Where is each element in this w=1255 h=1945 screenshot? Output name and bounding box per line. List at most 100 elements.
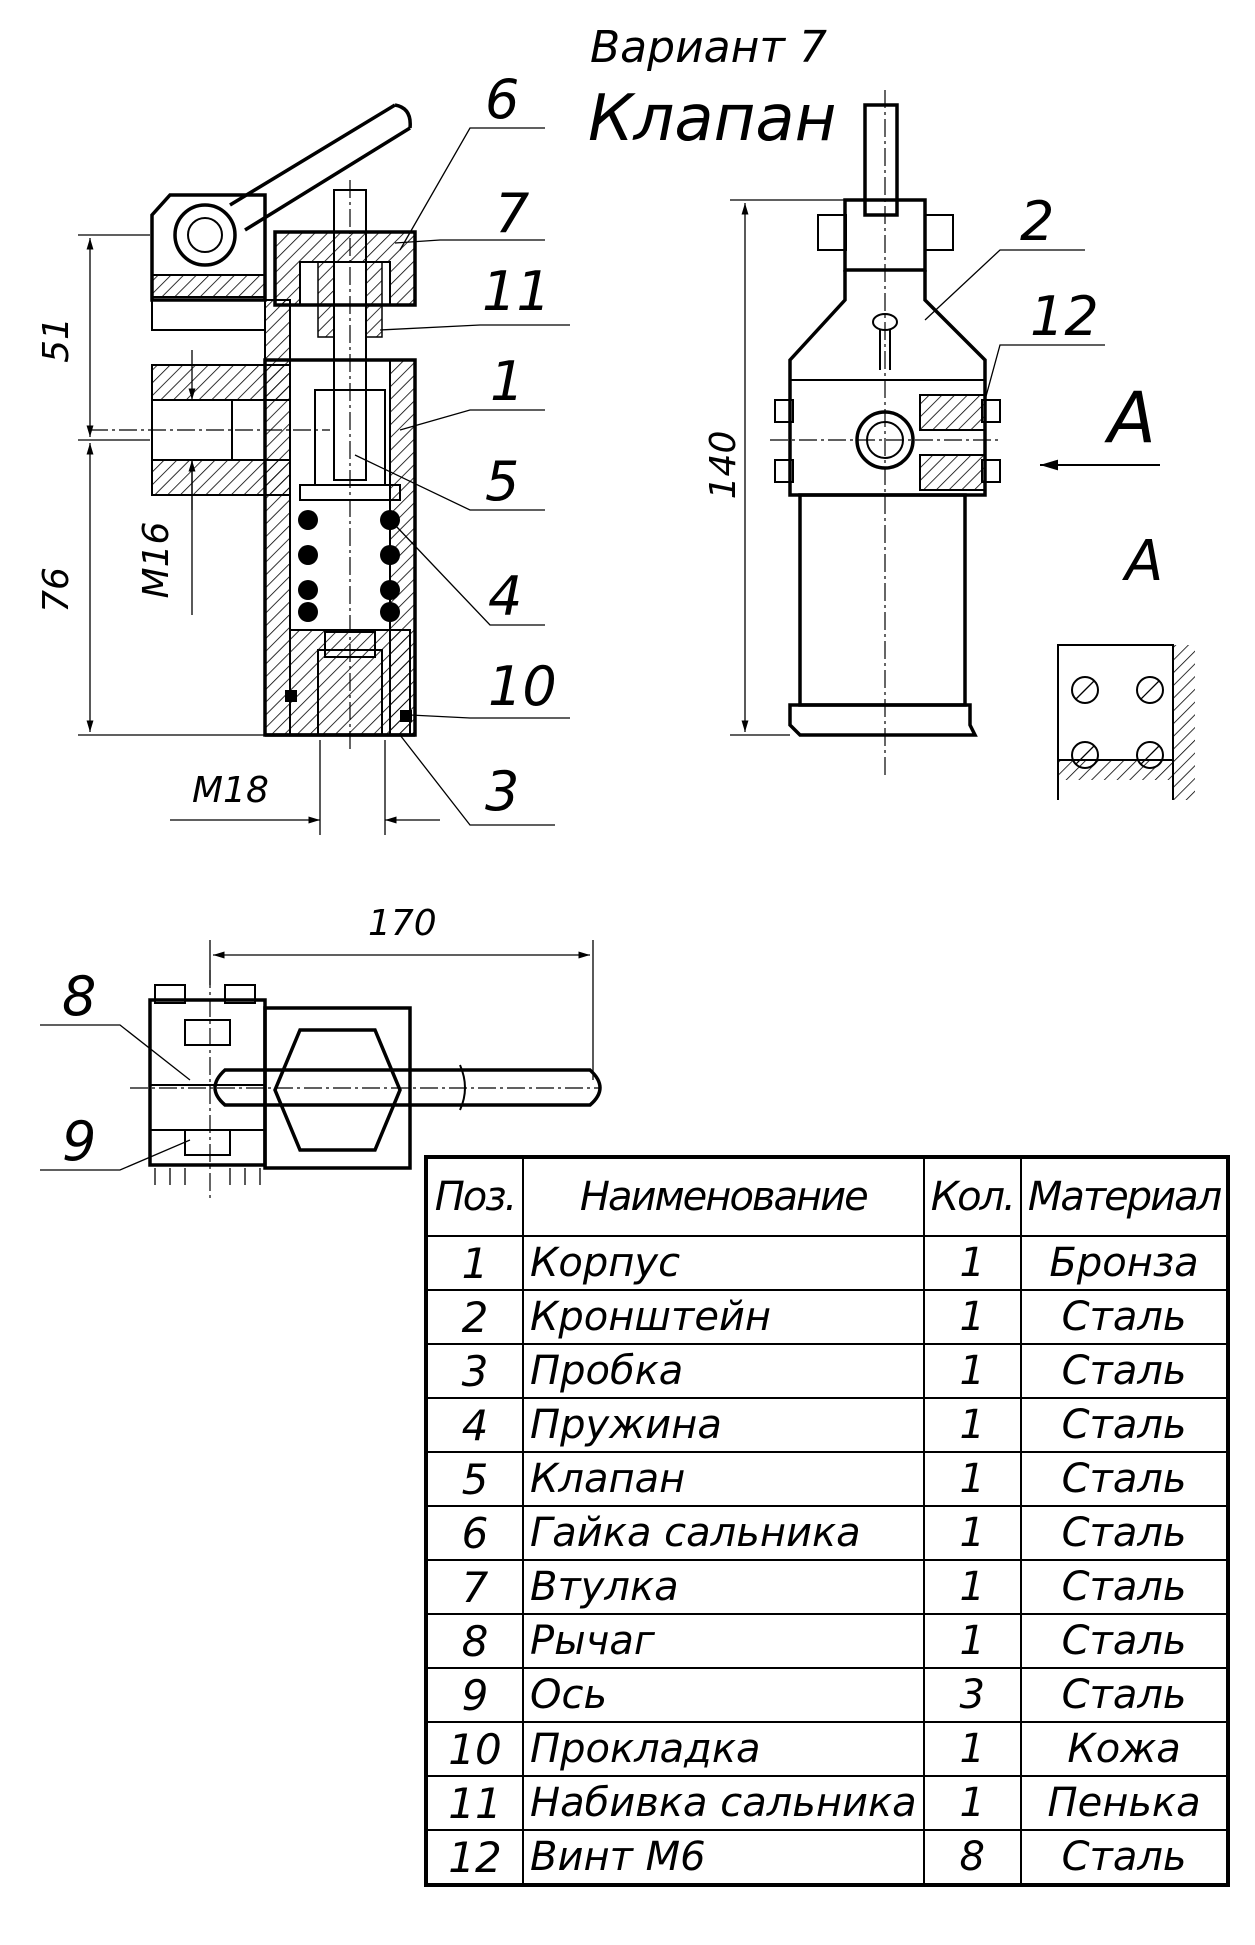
dim-140: 140 [703, 431, 744, 500]
cell-qty: 1 [922, 1451, 1022, 1507]
cell-qty: 1 [922, 1721, 1022, 1777]
cell-name: Набивка сальника [522, 1775, 925, 1831]
cell-name: Гайка сальника [522, 1505, 925, 1561]
cell-material: Сталь [1019, 1289, 1230, 1345]
cell-name: Винт M6 [522, 1829, 925, 1886]
view-a-label: A [1122, 529, 1163, 594]
cell-name: Втулка [522, 1559, 925, 1615]
front-section-view [90, 103, 417, 750]
plug-nut-side [788, 703, 978, 737]
cell-material: Сталь [1019, 1559, 1230, 1615]
cell-pos: 8 [425, 1613, 524, 1669]
header-qty: Кол. [922, 1156, 1022, 1237]
cell-name: Клапан [522, 1451, 925, 1507]
dim-m18: M18 [192, 770, 269, 811]
cell-qty: 1 [922, 1289, 1022, 1345]
callout-2: 2 [1020, 190, 1054, 253]
cell-qty: 1 [922, 1235, 1022, 1291]
cell-name: Ось [522, 1667, 925, 1723]
cell-pos: 1 [425, 1235, 524, 1291]
cell-name: Пружина [522, 1397, 925, 1453]
cell-pos: 9 [425, 1667, 524, 1723]
callout-7: 7 [495, 182, 529, 245]
drawing-title: Клапан [588, 82, 836, 156]
body-cylinder-side [798, 493, 967, 707]
cell-material: Сталь [1019, 1397, 1230, 1453]
lever-rod-upper [229, 103, 396, 207]
parts-table-header: Поз. Наименование Кол. Материал [425, 1156, 1230, 1237]
dim-51: 51 [36, 317, 77, 363]
leaders-left-view [354, 127, 570, 826]
cell-pos: 4 [425, 1397, 524, 1453]
cell-qty: 1 [922, 1397, 1022, 1453]
dimensions-left [78, 234, 440, 835]
cell-material: Сталь [1019, 1451, 1230, 1507]
callout-1: 1 [490, 350, 524, 413]
header-material: Материал [1019, 1156, 1230, 1237]
top-view [130, 970, 602, 1200]
callout-8: 8 [62, 965, 96, 1028]
lever-side [863, 103, 899, 217]
cell-pos: 11 [425, 1775, 524, 1831]
cell-material: Сталь [1019, 1505, 1230, 1561]
cell-material: Сталь [1019, 1829, 1230, 1886]
cell-pos: 5 [425, 1451, 524, 1507]
callout-11: 11 [482, 260, 551, 323]
cell-qty: 1 [922, 1559, 1022, 1615]
callout-10: 10 [488, 655, 557, 718]
header-name: Наименование [522, 1156, 925, 1237]
cell-qty: 1 [922, 1613, 1022, 1669]
body-top [263, 1006, 412, 1170]
cell-qty: 3 [922, 1667, 1022, 1723]
view-arrow-label: A [1104, 377, 1156, 459]
cell-name: Прокладка [522, 1721, 925, 1777]
variant-title: Вариант 7 [590, 22, 827, 73]
callout-5: 5 [485, 450, 519, 513]
dim-76: 76 [36, 567, 77, 613]
cell-material: Пенька [1019, 1775, 1230, 1831]
lever-top [213, 1068, 602, 1107]
cell-qty: 8 [922, 1829, 1022, 1886]
cell-material: Кожа [1019, 1721, 1230, 1777]
cell-name: Пробка [522, 1343, 925, 1399]
dim-170: 170 [368, 903, 437, 944]
dim-170-lines [209, 940, 594, 1080]
dim-140-lines [730, 199, 845, 736]
cell-pos: 10 [425, 1721, 524, 1777]
cell-pos: 6 [425, 1505, 524, 1561]
cell-pos: 2 [425, 1289, 524, 1345]
callout-3: 3 [485, 760, 519, 823]
dim-m16: M16 [136, 522, 177, 599]
header-pos: Поз. [425, 1156, 524, 1237]
cell-material: Бронза [1019, 1235, 1230, 1291]
cell-material: Сталь [1019, 1667, 1230, 1723]
callout-12: 12 [1030, 285, 1099, 348]
view-a-detail [1057, 644, 1195, 800]
cell-qty: 1 [922, 1343, 1022, 1399]
plug [289, 629, 411, 736]
side-view [770, 90, 1001, 775]
cell-qty: 1 [922, 1505, 1022, 1561]
cell-name: Корпус [522, 1235, 925, 1291]
cell-pos: 7 [425, 1559, 524, 1615]
cell-name: Кронштейн [522, 1289, 925, 1345]
bracket-top [148, 998, 267, 1167]
callout-9: 9 [62, 1110, 96, 1173]
spring [298, 510, 400, 622]
cell-pos: 12 [425, 1829, 524, 1886]
callout-6: 6 [485, 68, 519, 131]
